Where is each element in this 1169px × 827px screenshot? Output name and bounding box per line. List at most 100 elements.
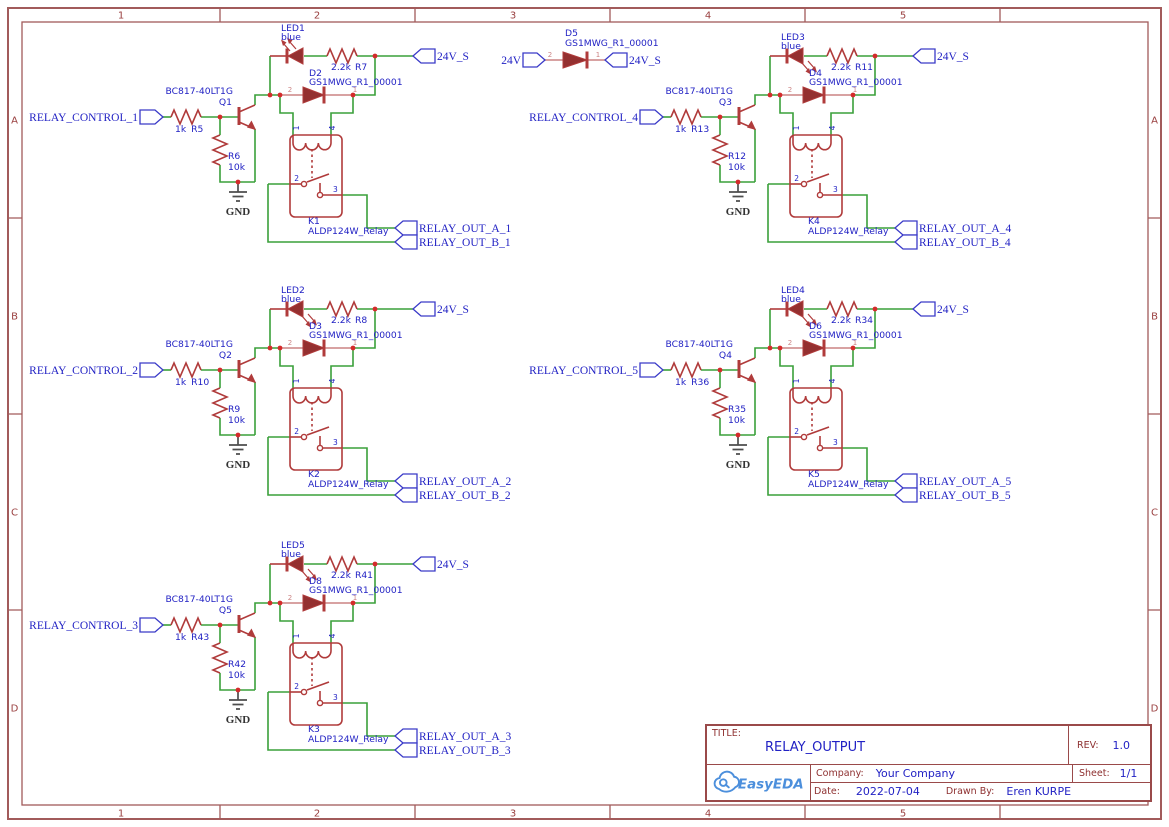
pulldown-resistor-symbol[interactable]: R6 10k xyxy=(210,134,246,173)
relay-part-label[interactable]: ALDP124W_Relay xyxy=(808,226,889,237)
relay-ref-label[interactable]: K5 xyxy=(808,469,820,480)
schematic-title[interactable]: RELAY_OUTPUT xyxy=(765,740,866,755)
rail-net-label[interactable]: 24V_S xyxy=(937,304,969,316)
relay-symbol[interactable]: 1 4 2 3 K2 ALDP124W_Relay xyxy=(289,378,389,490)
led-color-label[interactable]: blue xyxy=(781,41,801,52)
out-b-net-label[interactable]: RELAY_OUT_B_4 xyxy=(919,237,1011,249)
net-port-rail[interactable]: 24V_S xyxy=(412,556,469,572)
diode-part-label[interactable]: GS1MWG_R1_00001 xyxy=(309,330,403,341)
gnd-symbol[interactable]: GND xyxy=(226,690,251,726)
net-port-out-a[interactable]: RELAY_OUT_A_4 xyxy=(894,220,1011,236)
pulldown-ref-label[interactable]: R42 xyxy=(228,659,246,670)
led-color-label[interactable]: blue xyxy=(281,32,301,43)
drawn-by-value[interactable]: Eren KURPE xyxy=(1006,785,1072,798)
pulldown-ref-label[interactable]: R9 xyxy=(228,404,240,415)
diode-symbol[interactable]: 2 1 D5 GS1MWG_R1_00001 xyxy=(545,28,659,69)
out-b-net-label[interactable]: RELAY_OUT_B_2 xyxy=(419,490,511,502)
diode-ref-label[interactable]: D6 xyxy=(809,321,822,332)
out-b-net-label[interactable]: RELAY_OUT_B_5 xyxy=(919,490,1011,502)
relay-symbol[interactable]: 1 4 2 3 K1 ALDP124W_Relay xyxy=(289,125,389,237)
transistor-part-label[interactable]: BC817-40LT1G xyxy=(665,86,733,97)
led-color-label[interactable]: blue xyxy=(281,294,301,305)
led-ref-label[interactable]: LED3 xyxy=(781,32,805,43)
relay-ref-label[interactable]: K1 xyxy=(308,216,320,227)
diode-part-label[interactable]: GS1MWG_R1_00001 xyxy=(809,77,903,88)
net-port-out-b[interactable]: RELAY_OUT_B_4 xyxy=(894,234,1011,250)
sheet-value[interactable]: 1/1 xyxy=(1119,767,1138,780)
led-ref-label[interactable]: LED1 xyxy=(281,23,305,34)
out-a-net-label[interactable]: RELAY_OUT_A_2 xyxy=(419,476,511,488)
led-symbol[interactable]: LED1 blue xyxy=(270,23,305,65)
net-label-24v[interactable]: 24V xyxy=(501,55,522,67)
net-port-out-a[interactable]: RELAY_OUT_A_2 xyxy=(394,473,511,489)
led-ref-label[interactable]: LED5 xyxy=(281,540,305,551)
rail-net-label[interactable]: 24V_S xyxy=(437,304,469,316)
net-port-out-b[interactable]: RELAY_OUT_B_2 xyxy=(394,487,511,503)
out-a-net-label[interactable]: RELAY_OUT_A_5 xyxy=(919,476,1011,488)
pulldown-value-label[interactable]: 10k xyxy=(228,415,246,426)
rail-net-label[interactable]: 24V_S xyxy=(937,51,969,63)
diode-part-label[interactable]: GS1MWG_R1_00001 xyxy=(565,38,659,49)
pulldown-ref-label[interactable]: R6 xyxy=(228,151,240,162)
net-port-rail[interactable]: 24V_S xyxy=(912,48,969,64)
flyback-diode-symbol[interactable]: 2 1 D6 GS1MWG_R1_00001 xyxy=(780,321,903,357)
npn-transistor-symbol[interactable]: BC817-40LT1G Q5 xyxy=(165,594,256,638)
led-color-label[interactable]: blue xyxy=(281,549,301,560)
net-port-control[interactable]: RELAY_CONTROL_4 xyxy=(529,109,664,125)
control-net-label[interactable]: RELAY_CONTROL_2 xyxy=(29,365,138,377)
transistor-part-label[interactable]: BC817-40LT1G xyxy=(165,86,233,97)
npn-transistor-symbol[interactable]: BC817-40LT1G Q1 xyxy=(165,86,256,130)
wires[interactable] xyxy=(663,308,913,496)
npn-transistor-symbol[interactable]: BC817-40LT1G Q3 xyxy=(665,86,756,130)
pulldown-value-label[interactable]: 10k xyxy=(228,670,246,681)
transistor-part-label[interactable]: BC817-40LT1G xyxy=(165,339,233,350)
net-port-rail[interactable]: 24V_S xyxy=(412,301,469,317)
flyback-diode-symbol[interactable]: 2 1 D8 GS1MWG_R1_00001 xyxy=(280,576,403,612)
control-net-label[interactable]: RELAY_CONTROL_3 xyxy=(29,620,138,632)
diode-part-label[interactable]: GS1MWG_R1_00001 xyxy=(309,77,403,88)
pulldown-resistor-symbol[interactable]: R12 10k xyxy=(710,134,746,173)
transistor-ref-label[interactable]: Q1 xyxy=(219,97,232,108)
gnd-symbol[interactable]: GND xyxy=(726,435,751,471)
diode-part-label[interactable]: GS1MWG_R1_00001 xyxy=(809,330,903,341)
wires[interactable] xyxy=(663,55,913,243)
relay-ref-label[interactable]: K2 xyxy=(308,469,320,480)
pulldown-ref-label[interactable]: R35 xyxy=(728,404,746,415)
pulldown-resistor-symbol[interactable]: R9 10k xyxy=(210,387,246,426)
relay-part-label[interactable]: ALDP124W_Relay xyxy=(308,734,389,745)
relay-ref-label[interactable]: K3 xyxy=(308,724,320,735)
control-net-label[interactable]: RELAY_CONTROL_4 xyxy=(529,112,638,124)
pulldown-value-label[interactable]: 10k xyxy=(228,162,246,173)
out-a-net-label[interactable]: RELAY_OUT_A_3 xyxy=(419,731,511,743)
transistor-ref-label[interactable]: Q4 xyxy=(719,350,732,361)
diode-ref-label[interactable]: D2 xyxy=(309,68,322,79)
flyback-diode-symbol[interactable]: 2 1 D3 GS1MWG_R1_00001 xyxy=(280,321,403,357)
control-net-label[interactable]: RELAY_CONTROL_1 xyxy=(29,112,138,124)
net-port-24vs[interactable]: 24V_S xyxy=(604,52,661,68)
net-port-out-b[interactable]: RELAY_OUT_B_5 xyxy=(894,487,1011,503)
transistor-part-label[interactable]: BC817-40LT1G xyxy=(165,594,233,605)
relay-symbol[interactable]: 1 4 2 3 K5 ALDP124W_Relay xyxy=(789,378,889,490)
flyback-diode-symbol[interactable]: 2 1 D4 GS1MWG_R1_00001 xyxy=(780,68,903,104)
flyback-diode-symbol[interactable]: 2 1 D2 GS1MWG_R1_00001 xyxy=(280,68,403,104)
net-port-rail[interactable]: 24V_S xyxy=(912,301,969,317)
diode-ref-label[interactable]: D8 xyxy=(309,576,322,587)
pulldown-ref-label[interactable]: R12 xyxy=(728,151,746,162)
diode-ref-label[interactable]: D4 xyxy=(809,68,822,79)
transistor-ref-label[interactable]: Q2 xyxy=(219,350,232,361)
relay-ref-label[interactable]: K4 xyxy=(808,216,820,227)
net-port-control[interactable]: RELAY_CONTROL_3 xyxy=(29,617,164,633)
transistor-part-label[interactable]: BC817-40LT1G xyxy=(665,339,733,350)
pulldown-value-label[interactable]: 10k xyxy=(728,162,746,173)
